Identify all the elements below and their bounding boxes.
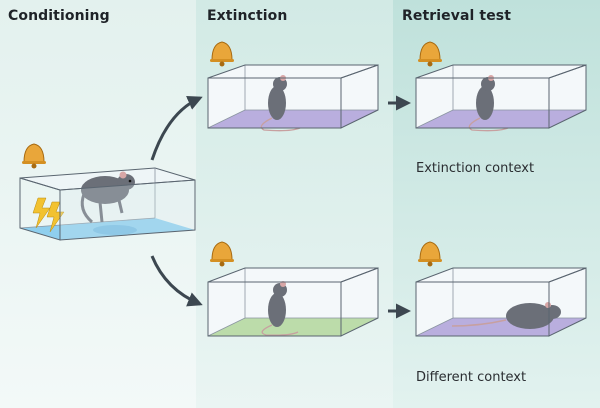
bell-icon <box>418 41 442 67</box>
arrow-icon <box>150 95 203 161</box>
panel-title-extinction: Extinction <box>207 8 288 24</box>
bell-icon <box>210 241 234 267</box>
purple-floor <box>416 110 586 128</box>
panel-title-conditioning: Conditioning <box>8 8 110 24</box>
bell-icon <box>418 241 442 267</box>
label-different-context: Different context <box>416 370 527 385</box>
rat-icon <box>261 281 299 336</box>
extinction-chamber-top <box>207 64 379 132</box>
retrieval-chamber-bottom <box>415 267 587 337</box>
conditioning-chamber <box>19 167 196 241</box>
extinction-chamber-bottom <box>207 267 379 337</box>
retrieval-chamber-top <box>415 64 587 132</box>
arrow-icon <box>150 255 203 307</box>
label-extinction-context: Extinction context <box>416 161 535 176</box>
rat-icon <box>468 75 509 132</box>
lightning-icon <box>32 197 65 233</box>
green-floor <box>208 318 378 336</box>
purple-floor <box>208 110 378 128</box>
rat-icon <box>260 75 301 132</box>
rat-icon <box>80 171 135 224</box>
bell-icon <box>210 41 234 67</box>
panel-title-retrieval: Retrieval test <box>402 8 512 24</box>
bell-icon <box>22 143 46 169</box>
panel-conditioning-bg <box>0 0 196 408</box>
